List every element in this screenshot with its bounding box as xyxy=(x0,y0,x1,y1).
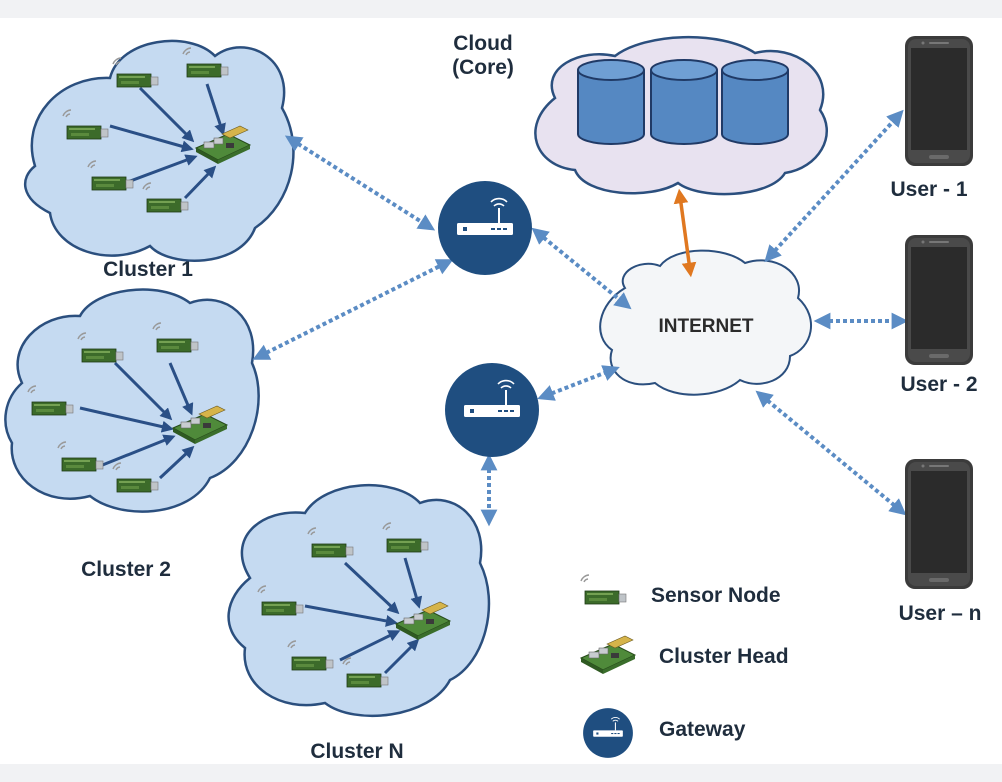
user-1-label: User - 1 xyxy=(890,178,968,201)
smartphone-icon xyxy=(905,459,973,589)
legend-cluster-head-icon xyxy=(580,635,636,675)
database-icon xyxy=(650,59,718,145)
gateway-router-icon xyxy=(437,180,533,276)
user-n-label: User – n xyxy=(898,602,982,625)
cluster-2-links xyxy=(79,361,195,480)
internet-label: INTERNET xyxy=(658,316,754,337)
legend-sensor-node-label: Sensor Node xyxy=(651,584,781,607)
diagram-canvas xyxy=(4,35,973,759)
cluster-2-cloud xyxy=(4,288,260,513)
core-link xyxy=(673,188,697,278)
cluster-1-cloud xyxy=(23,39,295,262)
legend-cluster-head-label: Cluster Head xyxy=(659,645,789,668)
network-diagram: Cluster 1 Cluster 2 Cluster N Cloud (Cor… xyxy=(0,18,1002,764)
cluster-2-label: Cluster 2 xyxy=(81,558,171,581)
smartphone-icon xyxy=(905,36,973,166)
database-icon xyxy=(577,59,645,145)
cluster-1-label: Cluster 1 xyxy=(103,258,193,281)
cloud-title-line2: (Core) xyxy=(452,56,514,80)
legend-gateway-icon xyxy=(582,707,634,759)
cloud-title: Cloud (Core) xyxy=(452,32,514,80)
legend-gateway-label: Gateway xyxy=(659,718,746,741)
smartphone-icon xyxy=(905,235,973,365)
network-links xyxy=(252,109,909,527)
cluster-1-links xyxy=(109,83,226,200)
cluster-n-label: Cluster N xyxy=(310,740,404,763)
user-2-label: User - 2 xyxy=(900,373,978,396)
legend-sensor-node-icon xyxy=(580,574,627,605)
cloud-title-line1: Cloud xyxy=(453,32,513,55)
database-icon xyxy=(721,59,789,145)
cluster-n-links xyxy=(304,557,423,675)
gateway-router-icon xyxy=(444,362,540,458)
